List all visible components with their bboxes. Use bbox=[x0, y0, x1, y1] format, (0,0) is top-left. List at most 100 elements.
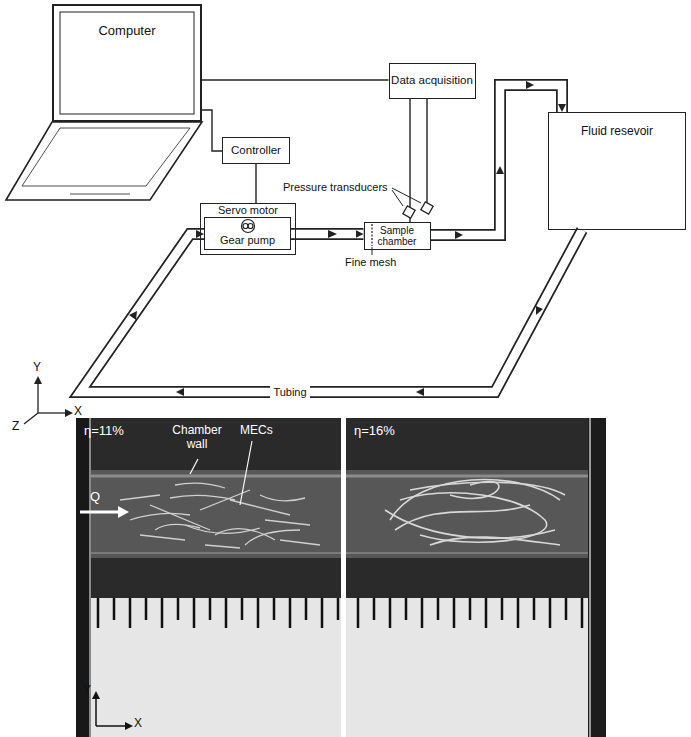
fibres bbox=[265, 520, 310, 525]
tubing-pipe bbox=[431, 85, 563, 235]
leader-line bbox=[392, 188, 421, 203]
pipe-bore bbox=[80, 230, 582, 392]
fine-mesh bbox=[371, 224, 372, 246]
node-text: Servo motor bbox=[218, 204, 278, 217]
flow-label: Q bbox=[90, 490, 100, 505]
pipe-wall bbox=[431, 85, 563, 235]
wire bbox=[426, 99, 427, 203]
flow-arrow bbox=[80, 511, 119, 514]
flow-arrow bbox=[129, 81, 543, 396]
fibres bbox=[260, 495, 305, 501]
fibres bbox=[385, 510, 555, 538]
gear-symbol bbox=[242, 220, 255, 233]
axis-arrow-head bbox=[125, 722, 133, 730]
fibres bbox=[395, 505, 530, 530]
photo-leader-line bbox=[240, 441, 252, 505]
axis-label: Y bbox=[83, 684, 91, 698]
axis-arrows bbox=[24, 382, 67, 424]
tubing-pipe bbox=[80, 230, 582, 392]
panel-label: η=11% bbox=[84, 424, 124, 439]
flow-arrow bbox=[536, 306, 543, 315]
photo-left bbox=[76, 552, 341, 554]
axis-arrow-head bbox=[34, 376, 73, 417]
flow-line bbox=[80, 230, 582, 392]
pipe-bore bbox=[431, 85, 563, 235]
axis-label: Y bbox=[33, 361, 41, 375]
laptop-drawing bbox=[70, 194, 130, 195]
wire-line bbox=[202, 110, 222, 151]
edge-label: Tubing bbox=[270, 386, 309, 399]
axis-arrows bbox=[96, 697, 127, 726]
gear-symbol bbox=[242, 220, 255, 233]
part-label: Pressure transducers bbox=[283, 181, 388, 194]
flow-line bbox=[431, 85, 563, 235]
fibres bbox=[140, 535, 185, 540]
photo-right bbox=[346, 598, 588, 737]
leader-line bbox=[372, 247, 373, 255]
pressure-transducer bbox=[403, 202, 433, 218]
signal-wire bbox=[410, 99, 411, 222]
flow-arrow bbox=[526, 81, 534, 89]
photo-right bbox=[346, 418, 606, 737]
fibres bbox=[155, 524, 200, 530]
process-box: Data acquisition bbox=[389, 63, 476, 99]
laptop-drawing bbox=[6, 12, 202, 200]
pipe-bore bbox=[291, 230, 364, 239]
process-box: Controller bbox=[222, 137, 290, 164]
axis-arrows bbox=[38, 412, 67, 413]
axis-arrow-head bbox=[65, 409, 73, 417]
chamber-box: Sample chamber bbox=[364, 222, 431, 250]
flow-arrow bbox=[176, 388, 184, 396]
node-text: Computer bbox=[98, 24, 155, 39]
pressure-transducer bbox=[403, 206, 415, 218]
pressure-transducer bbox=[421, 202, 433, 214]
computer-screen: Computer bbox=[52, 4, 202, 122]
axis-arrows bbox=[96, 725, 127, 727]
axis-arrow-head bbox=[92, 691, 133, 730]
fibres bbox=[205, 545, 240, 548]
fibres bbox=[430, 537, 560, 545]
gear-symbol bbox=[248, 224, 253, 229]
fibres bbox=[120, 495, 160, 500]
photo-right bbox=[346, 475, 588, 478]
node-text: Controller bbox=[231, 144, 281, 157]
node-text: Fluid resevoir bbox=[581, 125, 653, 139]
laptop-drawing bbox=[6, 122, 202, 200]
photo-left bbox=[98, 598, 338, 628]
fibres bbox=[230, 500, 290, 515]
flow-arrow bbox=[416, 388, 424, 396]
fibres bbox=[175, 483, 225, 488]
reservoir-tank: Fluid resevoir bbox=[548, 112, 686, 230]
pipe-wall bbox=[80, 230, 582, 392]
flow-arrow bbox=[80, 506, 129, 518]
photo-right bbox=[346, 470, 606, 558]
flow-arrow bbox=[455, 231, 463, 239]
axis-label: Z bbox=[12, 420, 19, 434]
photo-left bbox=[76, 418, 341, 737]
flow-arrow bbox=[118, 506, 129, 518]
fibres bbox=[150, 505, 210, 530]
fibres bbox=[280, 540, 320, 545]
photo-left bbox=[76, 418, 341, 737]
photo-leader-line bbox=[190, 459, 198, 474]
photo-left bbox=[76, 598, 341, 737]
pump-box: Gear pump bbox=[204, 217, 291, 250]
photo-right bbox=[346, 418, 606, 737]
flow-line bbox=[291, 234, 364, 235]
photo-right bbox=[346, 552, 588, 554]
gear-symbol bbox=[243, 224, 248, 229]
node-text: Gear pump bbox=[220, 234, 275, 247]
wire bbox=[426, 99, 427, 203]
fibres bbox=[410, 482, 565, 495]
signal-wire bbox=[202, 80, 389, 81]
wire-line bbox=[409, 99, 410, 222]
fibres bbox=[120, 483, 320, 548]
axis-arrow-head bbox=[92, 691, 100, 699]
photo-right bbox=[358, 598, 582, 628]
pipe-wall bbox=[291, 228, 364, 240]
signal-wire bbox=[256, 164, 257, 203]
axis-arrows bbox=[95, 697, 97, 726]
